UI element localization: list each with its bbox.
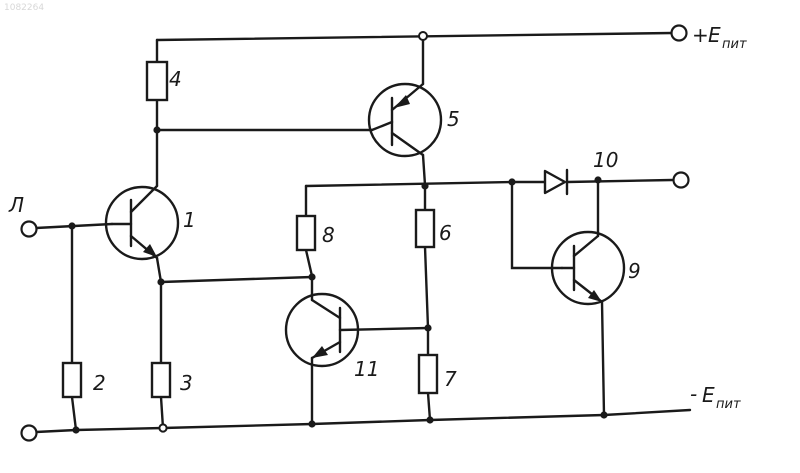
label-resistor-2: 2 [93, 371, 106, 395]
resistor-8 [297, 216, 315, 250]
plus-supply-label: + E пит [692, 23, 747, 52]
junction-dots [68, 126, 607, 433]
label-transistor-1: 1 [183, 208, 196, 232]
label-transistor-5: 5 [447, 107, 460, 131]
label-diode-10: 10 [593, 148, 618, 172]
label-resistor-8: 8 [322, 223, 335, 247]
minus-supply-sub: пит [716, 397, 741, 412]
resistor-4 [147, 62, 167, 100]
label-resistor-6: 6 [439, 221, 452, 245]
ground-junction [159, 424, 166, 431]
transistor-1 [106, 186, 178, 259]
transistor-9 [552, 232, 624, 304]
input-terminal [22, 222, 37, 237]
resistor-3 [152, 363, 170, 397]
resistor-6 [416, 210, 434, 247]
minus-supply-E: E [702, 383, 715, 407]
transistor-5 [369, 84, 441, 156]
label-resistor-4: 4 [169, 67, 182, 91]
minus-supply-sign: - [690, 382, 697, 406]
input-pulse-symbol: Л [8, 193, 24, 217]
resistor-2 [63, 363, 81, 397]
label-resistor-7: 7 [444, 367, 457, 391]
label-transistor-9: 9 [628, 259, 641, 283]
resistor-7 [419, 355, 437, 393]
diode-10 [545, 170, 567, 194]
output-terminal [674, 173, 689, 188]
plus-supply-sign: + [692, 23, 709, 47]
plus-supply-E: E [708, 23, 721, 47]
plus-supply-terminal [672, 26, 687, 41]
ground-terminal [22, 426, 37, 441]
rail-junction [419, 32, 427, 40]
minus-supply-label: - E пит [690, 382, 741, 412]
label-transistor-11: 11 [354, 357, 379, 381]
plus-supply-sub: пит [722, 37, 747, 52]
watermark-id: 1082264 [4, 3, 44, 13]
label-resistor-3: 3 [180, 371, 193, 395]
